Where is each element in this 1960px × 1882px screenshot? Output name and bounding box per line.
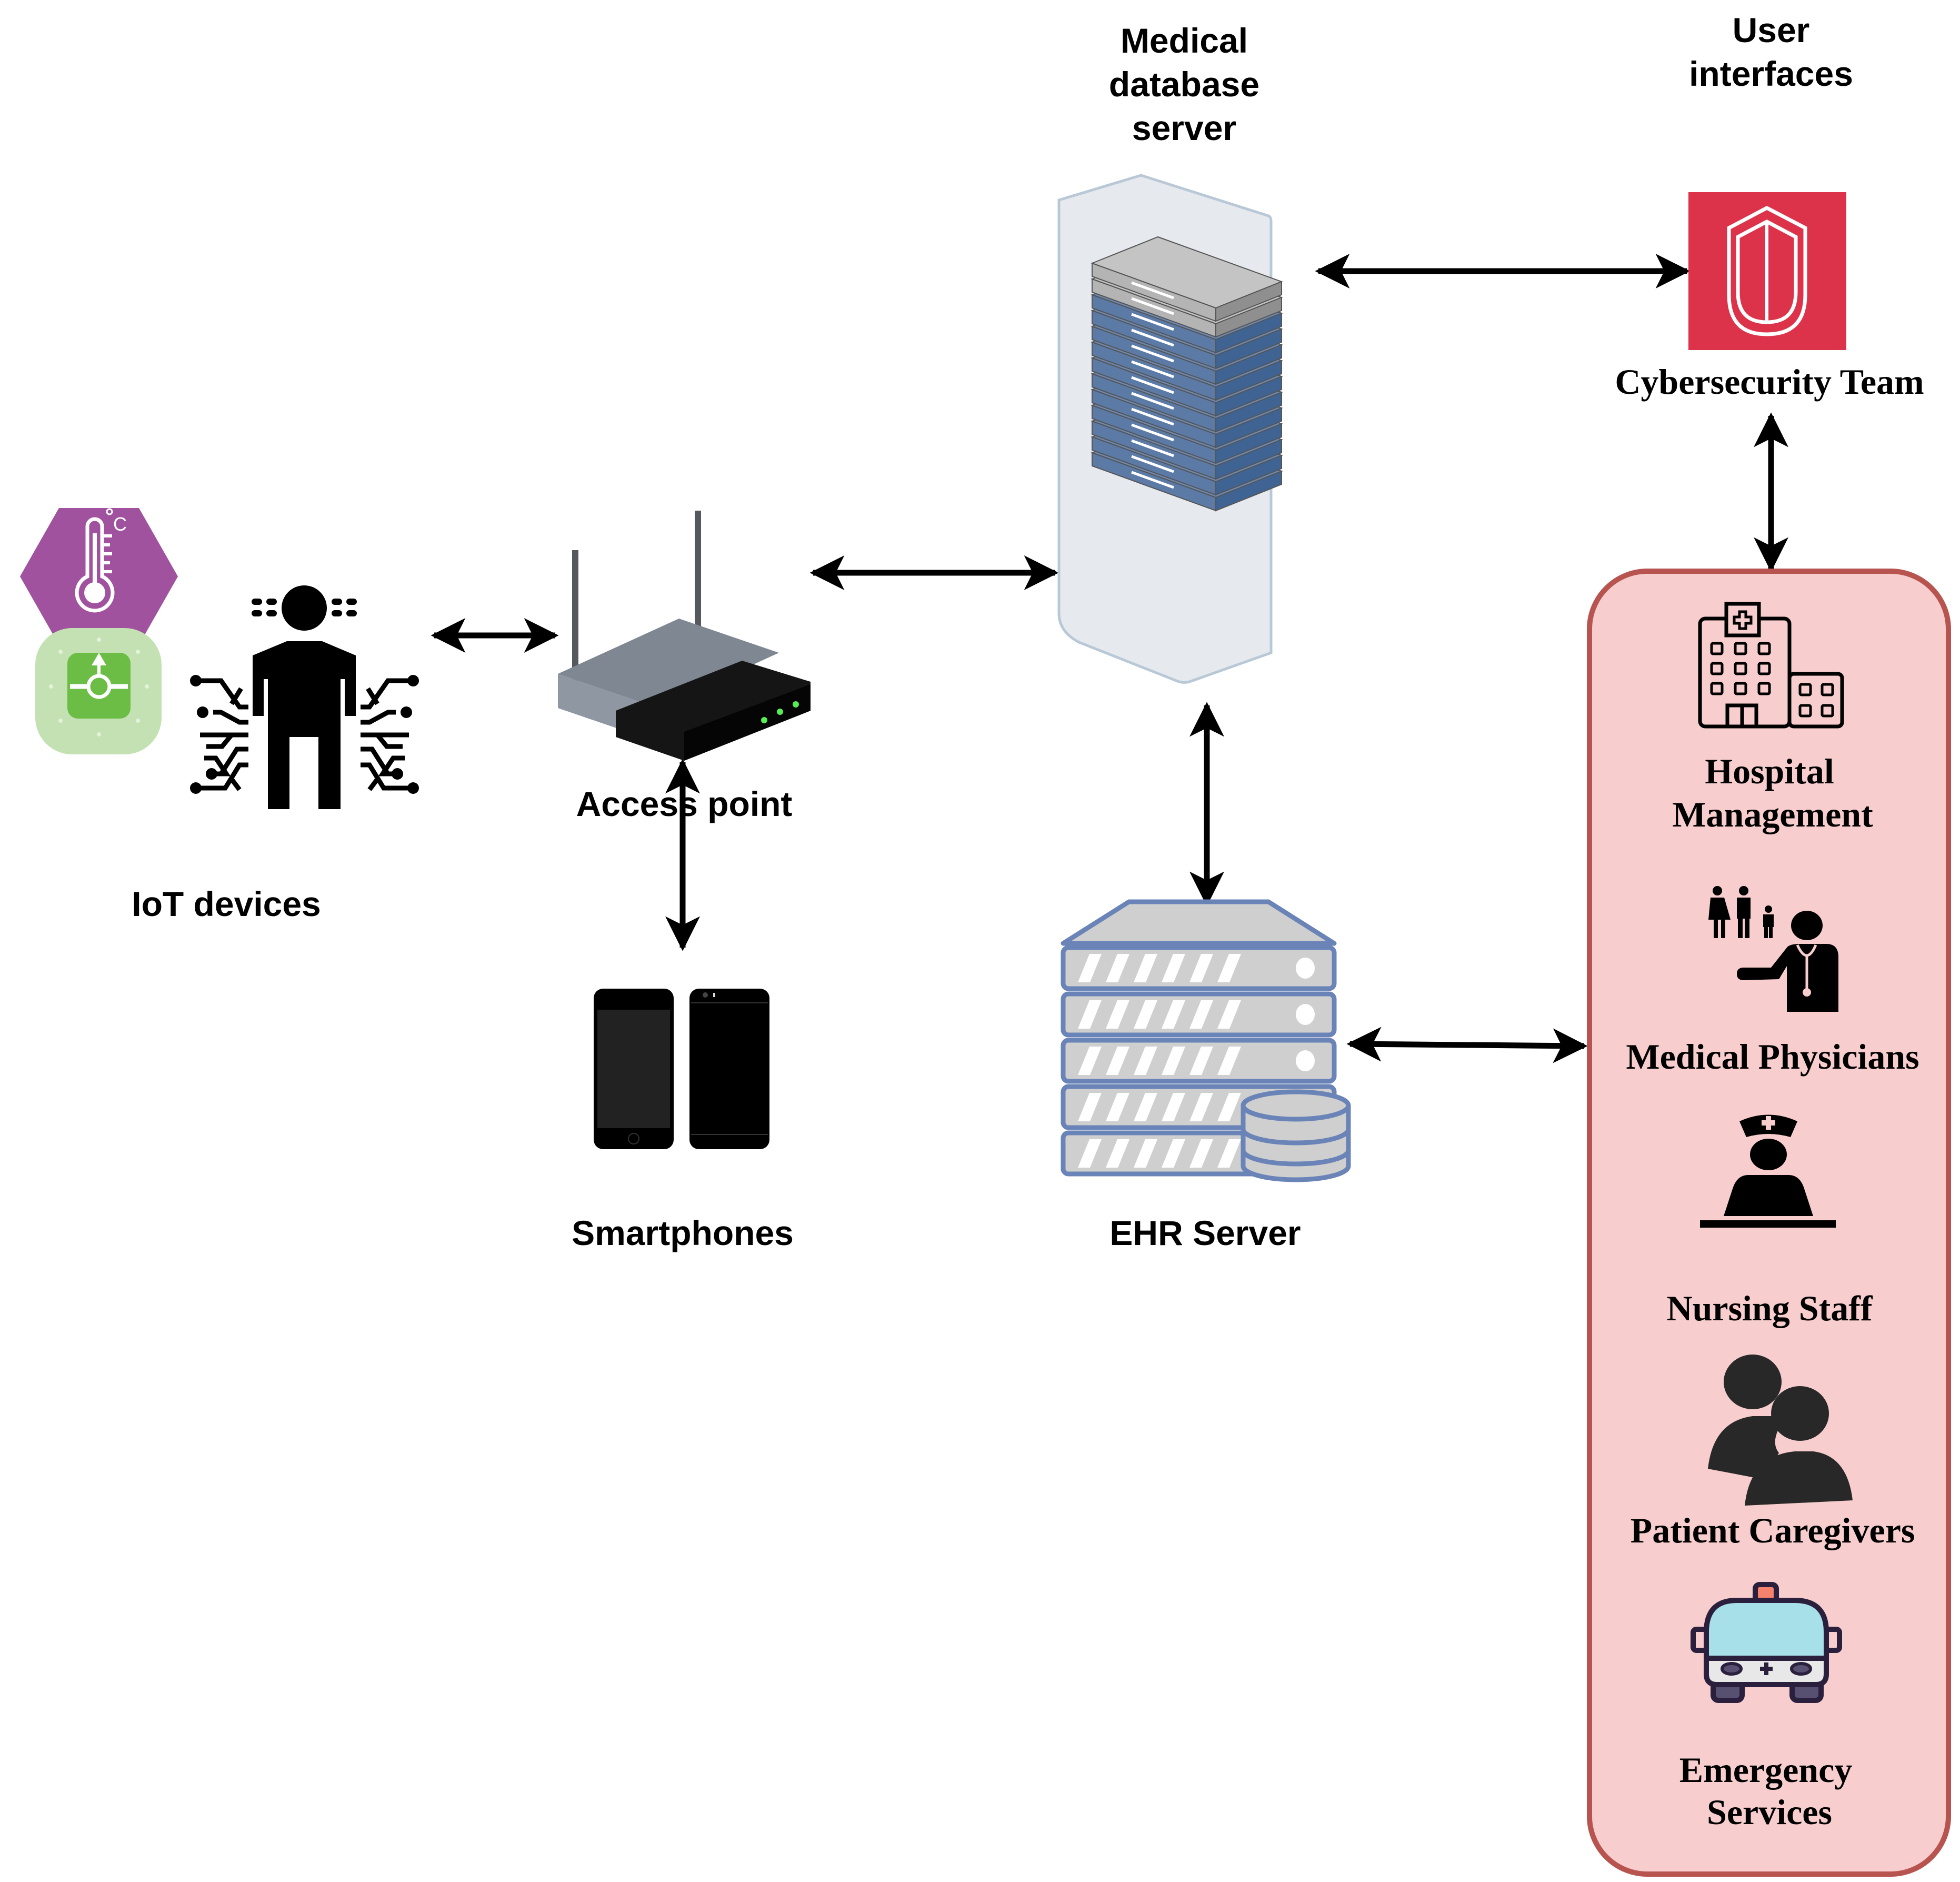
connectors (431, 254, 1788, 1063)
edge-ehr-usergroup (1346, 1027, 1588, 1063)
wireless-router-icon (558, 511, 811, 761)
server-rack-icon (1057, 174, 1283, 684)
smartphones-label: Smartphones (572, 1213, 794, 1252)
cybersecurity-node[interactable]: Cybersecurity Team (1615, 192, 1924, 402)
hospital-building-icon (1698, 602, 1844, 729)
user-hospital-management[interactable]: Hospital Management (1672, 602, 1873, 834)
cybersecurity-label: Cybersecurity Team (1615, 362, 1924, 402)
user-medical-physicians[interactable]: Medical Physicians (1626, 886, 1919, 1077)
medical-db-label-line2: database (1109, 65, 1259, 104)
access-point-node[interactable]: Access point (558, 511, 811, 823)
nursing-staff-label: Nursing Staff (1666, 1288, 1873, 1328)
user-interfaces-line2: interfaces (1689, 54, 1853, 93)
hospital-management-line2: Management (1672, 794, 1873, 834)
medical-physicians-label: Medical Physicians (1626, 1037, 1919, 1077)
ehr-server-unit (1061, 945, 1337, 991)
medical-db-label-line3: server (1132, 108, 1236, 147)
smartphones-icon (594, 989, 769, 1149)
emergency-services-line1: Emergency (1679, 1750, 1853, 1790)
user-interfaces-line1: User (1733, 11, 1810, 49)
gps-tracker-icon (35, 628, 162, 754)
database-cylinder (1241, 1089, 1351, 1182)
rack-unit (1091, 236, 1283, 322)
caregivers-icon (1708, 1355, 1853, 1506)
doctor-with-family-icon (1708, 886, 1838, 1012)
user-emergency-services[interactable]: Emergency Services (1679, 1582, 1853, 1832)
medical-db-server-node[interactable]: Medical database server (1057, 21, 1283, 684)
nurse-icon (1700, 1114, 1836, 1228)
iot-devices-label: IoT devices (132, 884, 321, 923)
ehr-server-label: EHR Server (1109, 1213, 1301, 1252)
wearable-person-icon (190, 585, 419, 809)
ehr-server-unit (1061, 1038, 1337, 1084)
thermometer-sensor-icon: C (20, 508, 178, 645)
hospital-management-line1: Hospital (1705, 751, 1834, 791)
shield-icon (1688, 192, 1846, 350)
iot-devices-group[interactable]: C (20, 508, 419, 923)
emergency-services-line2: Services (1707, 1792, 1832, 1832)
user-patient-caregivers[interactable]: Patient Caregivers (1631, 1355, 1915, 1550)
ehr-server-database-icon (1061, 899, 1351, 1182)
svg-text:C: C (113, 513, 127, 535)
ambulance-icon (1691, 1582, 1842, 1703)
patient-caregivers-label: Patient Caregivers (1631, 1510, 1915, 1550)
medical-db-label-line1: Medical (1121, 21, 1248, 60)
user-interfaces-heading: User interfaces (1689, 11, 1853, 93)
user-nursing-staff[interactable]: Nursing Staff (1666, 1114, 1873, 1329)
ehr-server-node[interactable]: EHR Server (1061, 899, 1351, 1252)
ehr-server-unit (1061, 991, 1337, 1038)
user-group-panel[interactable]: Hospital Management Medical Physicians (1587, 569, 1951, 1877)
smartphones-node[interactable]: Smartphones (572, 989, 794, 1252)
access-point-label: Access point (576, 784, 793, 823)
